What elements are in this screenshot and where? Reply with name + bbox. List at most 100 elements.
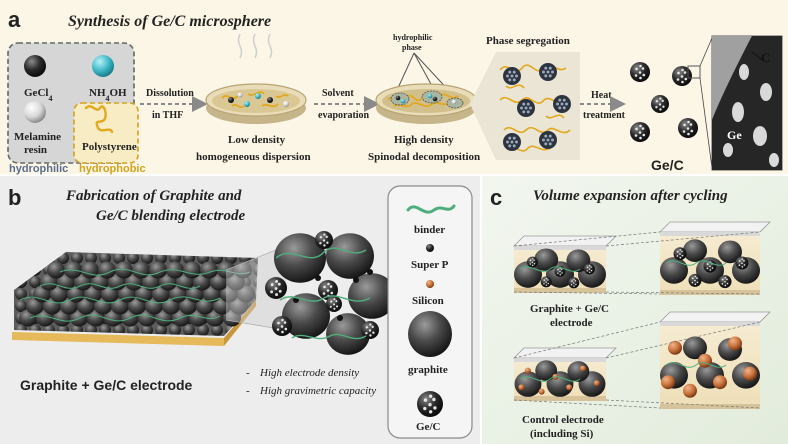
gec-sphere: [315, 231, 333, 249]
gecl4-sphere-icon: [24, 55, 46, 77]
graphite-particle: [326, 313, 370, 355]
panel-c-title: Volume expansion after cycling: [533, 188, 728, 204]
hydrophilic-phase-label-line1: hydrophilic: [393, 33, 433, 42]
panel-a-title: Synthesis of Ge/C microsphere: [68, 13, 271, 30]
gec-sphere: [672, 66, 692, 86]
panel-b-title-line1: Fabrication of Graphite and: [65, 188, 242, 204]
si-cell-before: [513, 347, 617, 401]
nh4oh-sphere-icon: [92, 55, 114, 77]
step2-label-line2: evaporation: [318, 110, 370, 121]
polymer-matrix: [499, 64, 571, 152]
gec-sphere: [540, 276, 552, 288]
melamine-label-line2: resin: [24, 144, 47, 156]
cell-graphite: [718, 240, 742, 264]
pile-particle: [237, 285, 255, 303]
polystyrene-label: Polystyrene: [82, 141, 137, 153]
zoom-marker: [687, 65, 701, 79]
gec-microspheres: [630, 62, 698, 142]
super-p-particle: [353, 277, 359, 283]
step3-label-line1: Heat: [591, 90, 612, 101]
step1-label-line1: Dissolution: [146, 88, 194, 99]
cell-binder: [519, 376, 581, 382]
melamine-label-line1: Melamine: [14, 131, 61, 143]
gec-icon: [417, 391, 443, 417]
gec-sphere: [673, 247, 687, 261]
dish2-label-line1: High density: [394, 134, 454, 146]
gec-sphere: [326, 296, 342, 312]
segregated-domain: [503, 67, 521, 85]
gec-sphere: [630, 62, 650, 82]
segregated-domain: [503, 133, 521, 151]
zoomed-particle-cluster: [265, 231, 396, 355]
hydrophilic-phase-label-line2: phase: [402, 43, 422, 52]
ge-particle: [732, 102, 744, 122]
silicon-icon: [426, 280, 434, 288]
gec-cell-after: [659, 221, 771, 295]
gec-sphere: [568, 277, 580, 289]
pile-particle: [149, 261, 167, 279]
bullet-2: High gravimetric capacity: [259, 385, 376, 397]
zoom-carbon-label: C: [761, 50, 770, 65]
silicon-particle: [661, 375, 675, 390]
electrode-block: [12, 252, 258, 346]
gecl4-label: GeCl4: [24, 87, 52, 103]
pile-particle: [98, 261, 116, 279]
panel-c-top-label-line2: electrode: [550, 317, 593, 329]
guide-line: [513, 231, 661, 247]
ge-particle: [723, 143, 733, 157]
panel-b-title-line2: Ge/C blending electrode: [96, 208, 245, 224]
legend-box: binder Super P Silicon graphite Ge/C: [387, 185, 473, 439]
panel-c: c Volume expansion after cycling Graphit…: [482, 176, 788, 444]
silicon-particle: [698, 353, 712, 368]
cell-graphite: [534, 248, 559, 272]
panel-a-letter: a: [8, 7, 21, 32]
gec-sphere: [583, 263, 595, 275]
legend-graphite: graphite: [408, 364, 448, 376]
gec-sphere: [265, 277, 287, 299]
pile-particle: [47, 261, 65, 279]
guide-line: [605, 321, 761, 359]
segregated-domain: [553, 95, 571, 113]
silicon-particle: [593, 380, 600, 387]
cell-graphite: [683, 336, 707, 360]
guide-line: [513, 399, 661, 409]
cell-binder: [665, 362, 727, 368]
electrode-label: Graphite + Ge/C electrode: [20, 377, 193, 393]
segregated-domain: [517, 99, 535, 117]
phase-segregation-label: Phase segregation: [486, 35, 570, 47]
zoom-lines: [699, 37, 713, 169]
guide-line: [605, 291, 761, 295]
ge-particle: [760, 83, 772, 101]
graphite-icon: [408, 311, 452, 357]
step2-label-line1: Solvent: [322, 88, 354, 99]
gec-sphere: [688, 273, 702, 287]
bullet-mark-1: -: [246, 367, 250, 379]
gec-cross-section-zoom: C Ge: [711, 35, 783, 171]
panel-a: a Synthesis of Ge/C microsphere GeCl4 NH…: [0, 0, 788, 175]
ge-particle: [753, 126, 767, 146]
gec-sphere: [417, 391, 443, 417]
dish1-label-line1: Low density: [228, 134, 286, 146]
hydrophobic-label: hydrophobic: [79, 163, 146, 175]
guide-line: [513, 291, 661, 295]
legend-gec: Ge/C: [416, 421, 440, 433]
guide-line: [513, 321, 661, 359]
cell-binder: [665, 260, 727, 266]
petri-dish-high-density: [375, 83, 477, 124]
silicon-particle: [538, 388, 545, 395]
pile-particle: [81, 261, 99, 279]
super-p-particle: [367, 269, 373, 275]
silicon-particle: [728, 336, 742, 351]
dish2-label-line2: Spinodal decomposition: [368, 151, 480, 163]
silicon-particle: [743, 366, 757, 381]
si-cell-after: [659, 311, 771, 409]
legend-silicon: Silicon: [412, 295, 444, 307]
silicon-particle: [566, 384, 573, 391]
silicon-particle: [713, 375, 727, 390]
dish1-label-line2: homogeneous dispersion: [196, 151, 311, 163]
cell-graphite: [567, 361, 590, 382]
graphite-particle: [274, 233, 326, 283]
melamine-sphere-icon: [24, 101, 46, 123]
cell-graphite: [566, 249, 591, 273]
